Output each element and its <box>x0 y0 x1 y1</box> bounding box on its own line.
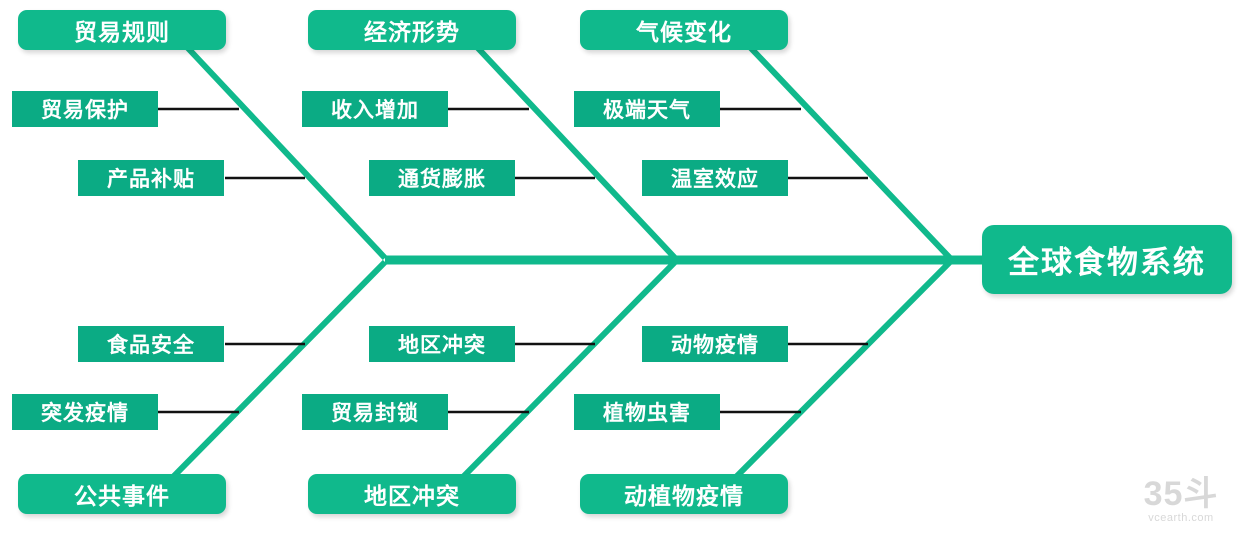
effect-box-global-food-system[interactable]: 全球食物系统 <box>982 225 1232 294</box>
cause-label: 食品安全 <box>107 334 195 357</box>
rib-bottom-3 <box>732 259 953 481</box>
cause-box-food-safety[interactable]: 食品安全 <box>78 326 224 362</box>
cause-box-trade-protection[interactable]: 贸易保护 <box>12 91 158 127</box>
cause-box-product-subsidy[interactable]: 产品补贴 <box>78 160 224 196</box>
rib-bottom-1 <box>169 259 388 481</box>
cause-box-sudden-epidemic[interactable]: 突发疫情 <box>12 394 158 430</box>
category-box-climate-change[interactable]: 气候变化 <box>580 10 788 50</box>
rib-bottom-2 <box>459 259 678 481</box>
category-label: 气候变化 <box>636 19 732 45</box>
cause-box-regional-conflict[interactable]: 地区冲突 <box>369 326 515 362</box>
cause-box-trade-blockade[interactable]: 贸易封锁 <box>302 394 448 430</box>
rib-top-2 <box>472 42 678 261</box>
cause-label: 产品补贴 <box>107 168 195 191</box>
cause-label: 收入增加 <box>331 99 419 122</box>
cause-box-income-growth[interactable]: 收入增加 <box>302 91 448 127</box>
category-box-animal-plant-epidemic[interactable]: 动植物疫情 <box>580 474 788 514</box>
category-label: 贸易规则 <box>74 19 170 45</box>
watermark-url: vcearth.com <box>1148 511 1214 524</box>
category-box-economic-situation[interactable]: 经济形势 <box>308 10 516 50</box>
cause-box-inflation[interactable]: 通货膨胀 <box>369 160 515 196</box>
cause-label: 温室效应 <box>671 168 759 191</box>
cause-label: 地区冲突 <box>398 334 486 357</box>
cause-box-animal-epidemic[interactable]: 动物疫情 <box>642 326 788 362</box>
category-box-trade-rules[interactable]: 贸易规则 <box>18 10 226 50</box>
category-label: 地区冲突 <box>364 483 460 509</box>
category-box-public-events[interactable]: 公共事件 <box>18 474 226 514</box>
category-label: 动植物疫情 <box>624 483 744 509</box>
cause-label: 贸易封锁 <box>331 402 419 425</box>
cause-box-greenhouse-effect[interactable]: 温室效应 <box>642 160 788 196</box>
cause-box-plant-pest[interactable]: 植物虫害 <box>574 394 720 430</box>
rib-top-3 <box>745 42 953 261</box>
effect-label: 全球食物系统 <box>1008 245 1206 280</box>
cause-label: 贸易保护 <box>41 99 129 122</box>
category-label: 经济形势 <box>364 19 460 45</box>
cause-label: 突发疫情 <box>41 402 129 425</box>
rib-top-1 <box>182 42 388 261</box>
category-label: 公共事件 <box>74 483 170 509</box>
cause-box-extreme-weather[interactable]: 极端天气 <box>574 91 720 127</box>
watermark-logo: 35斗 <box>1143 474 1219 513</box>
watermark: 35斗 vcearth.com <box>1133 477 1229 525</box>
cause-label: 极端天气 <box>603 99 691 122</box>
cause-label: 动物疫情 <box>671 334 759 357</box>
category-box-regional-conflict[interactable]: 地区冲突 <box>308 474 516 514</box>
cause-label: 植物虫害 <box>603 402 691 425</box>
cause-label: 通货膨胀 <box>398 168 486 191</box>
